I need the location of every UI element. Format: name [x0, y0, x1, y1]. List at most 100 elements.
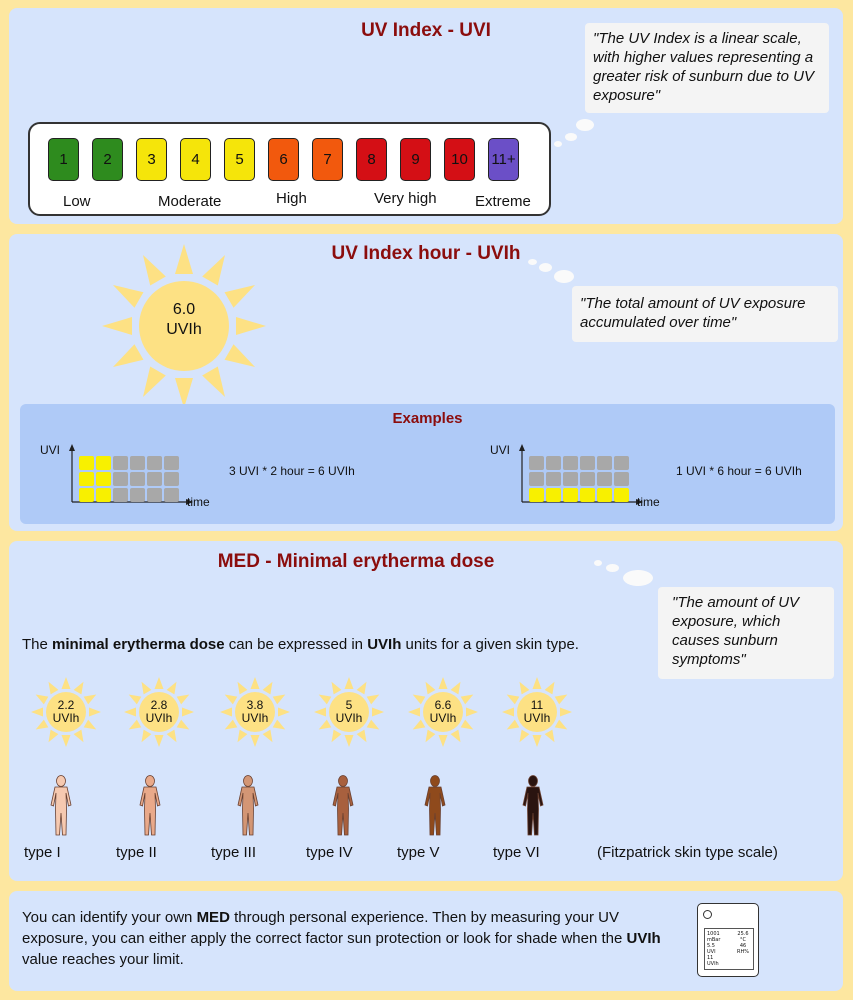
sun-ray — [89, 707, 101, 717]
exposure-block-empty — [563, 456, 578, 470]
sun-ray — [182, 707, 194, 717]
skin-type-label: type V — [397, 844, 440, 861]
uv-category-label: High — [276, 190, 307, 207]
sun-disc — [329, 692, 369, 732]
uv-level-6: 6 — [268, 138, 299, 181]
example1-equation: 3 UVI * 2 hour = 6 UVIh — [229, 464, 355, 478]
sun-ray — [506, 719, 520, 730]
sun-ray — [506, 694, 520, 705]
sun-ray — [344, 677, 354, 689]
example2-chart — [519, 444, 643, 505]
exposure-block-empty — [597, 472, 612, 486]
exposure-block-empty — [580, 456, 595, 470]
thought-bubble-large — [576, 119, 594, 131]
sun-ray — [272, 719, 286, 730]
exposure-block-empty — [147, 488, 162, 502]
sun-ray — [408, 707, 420, 717]
sun-ray — [236, 317, 266, 335]
exposure-block-empty — [113, 488, 128, 502]
sun-ray — [224, 285, 256, 308]
sun-ray — [143, 366, 166, 398]
uvih-title: UV Index hour - UVIh — [331, 243, 521, 264]
uv-level-10: 10 — [444, 138, 475, 181]
sun-ray — [237, 681, 248, 695]
skin-type-label: type III — [211, 844, 257, 861]
sun-ray — [331, 729, 342, 743]
axis-x-label: time — [187, 495, 210, 509]
sun-ray — [438, 735, 448, 747]
exposure-block-active — [96, 472, 111, 486]
axis-y-label: UVI — [40, 443, 61, 457]
sun-ray — [112, 344, 144, 367]
sun-ray — [224, 719, 238, 730]
device-button — [703, 910, 712, 919]
examples-box: Examples UVI time 3 UVI * 2 hour = 6 UVI… — [20, 404, 835, 524]
axis-y-label: UVI — [490, 443, 511, 457]
bottom-text: You can identify your own MED through pe… — [22, 909, 661, 968]
sun-ray — [154, 677, 164, 689]
person-icon — [50, 775, 72, 836]
exposure-block-empty — [130, 472, 145, 486]
exposure-block-empty — [164, 472, 179, 486]
skin-type-label: type IV — [306, 844, 353, 861]
sun-ray — [141, 681, 152, 695]
sun-ray — [224, 344, 256, 367]
sun-ray — [61, 735, 71, 747]
sun-ray — [425, 681, 436, 695]
sun-disc — [139, 692, 179, 732]
sun-ray — [278, 707, 290, 717]
med-quote: "The amount of UV exposure, which causes… — [658, 587, 834, 679]
thought-bubble-mid — [606, 564, 619, 572]
uv-category-label: Extreme — [475, 193, 531, 210]
exposure-block-active — [580, 488, 595, 502]
exposure-block-empty — [529, 472, 544, 486]
sun-ray — [141, 729, 152, 743]
uvih-panel: UV Index hour - UVIh 6.0 UVIh "The total… — [9, 234, 843, 531]
sun-ray — [73, 729, 84, 743]
thought-bubble-mid — [539, 263, 552, 272]
sun-ray — [31, 707, 43, 717]
thought-bubble-mid — [565, 133, 577, 141]
sun-ray — [450, 681, 461, 695]
sun-ray — [176, 719, 190, 730]
sun-ray — [166, 681, 177, 695]
uv-level-8: 8 — [356, 138, 387, 181]
sun-ray — [175, 244, 193, 274]
sun-ray — [356, 681, 367, 695]
exposure-block-empty — [130, 456, 145, 470]
scale-note: (Fitzpatrick skin type scale) — [597, 844, 778, 861]
sun-ray — [331, 681, 342, 695]
sun-ray — [224, 694, 238, 705]
sun-ray — [356, 729, 367, 743]
sun-ray — [318, 719, 332, 730]
person-icon — [424, 775, 446, 836]
skin-type-label: type VI — [493, 844, 540, 861]
sun-ray — [554, 719, 568, 730]
sun-ray — [366, 719, 380, 730]
sun-icon — [102, 244, 266, 408]
example2-equation: 1 UVI * 6 hour = 6 UVIh — [676, 464, 802, 478]
sun-ray — [272, 694, 286, 705]
uv-category-label: Very high — [374, 190, 437, 207]
example1-chart — [69, 444, 193, 505]
uv-level-5: 5 — [224, 138, 255, 181]
exposure-block-empty — [164, 488, 179, 502]
exposure-block-empty — [546, 472, 561, 486]
exposure-block-empty — [529, 456, 544, 470]
uv-category-label: Moderate — [158, 193, 222, 210]
examples-title: Examples — [392, 410, 463, 427]
exposure-block-active — [563, 488, 578, 502]
exposure-block-empty — [164, 456, 179, 470]
sun-ray — [48, 729, 59, 743]
exposure-block-empty — [113, 456, 128, 470]
sun-ray — [73, 681, 84, 695]
uvih-quote: "The total amount of UV exposure accumul… — [572, 286, 838, 342]
sun-ray — [61, 677, 71, 689]
